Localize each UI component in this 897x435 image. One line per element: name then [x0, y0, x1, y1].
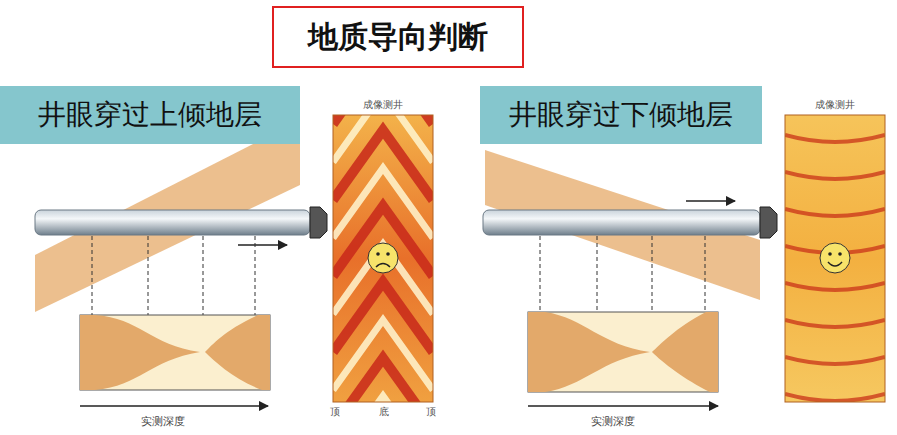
depth-log-box [80, 315, 270, 390]
orientation-mark: 顶 [425, 405, 437, 419]
image-log-pattern [333, 115, 433, 402]
projection-lines [92, 236, 255, 315]
section-label: 井眼穿过下倾地层 [480, 86, 762, 144]
orientation-mark: 底 [378, 405, 390, 419]
direction-arrow [686, 200, 735, 202]
direction-arrow [238, 244, 287, 246]
image-log-heading: 成像测井 [785, 95, 885, 115]
image-log-heading: 成像测井 [333, 95, 433, 115]
orientation-mark: 顶 [329, 405, 341, 419]
drill-pipe [483, 210, 760, 235]
axis-label: 实测深度 [140, 414, 186, 429]
log-curve [652, 312, 718, 392]
drill-pipe [35, 210, 310, 235]
node-text: 成像测井 [815, 98, 855, 112]
title-text: 地质导向判断 [308, 17, 488, 58]
node-text: 井眼穿过下倾地层 [509, 96, 733, 134]
image-log-pattern [785, 135, 885, 401]
log-curve [80, 315, 200, 390]
happy-face [820, 243, 850, 273]
depth-log-box [528, 312, 718, 392]
node-text: 井眼穿过上倾地层 [38, 96, 262, 134]
axis-label: 实测深度 [590, 414, 636, 429]
drill-bit [760, 207, 777, 238]
node-text: 成像测井 [363, 98, 403, 112]
title-box: 地质导向判断 [272, 6, 524, 68]
log-curve [205, 315, 270, 390]
image-log [785, 115, 885, 402]
section-label: 井眼穿过上倾地层 [0, 86, 300, 144]
depth-arrow [528, 405, 718, 407]
log-curve [528, 312, 650, 392]
image-log-frame [785, 115, 885, 402]
projection-lines [540, 236, 705, 312]
sad-face [368, 243, 398, 273]
image-log-frame [333, 115, 433, 402]
drill-bit [310, 207, 327, 238]
depth-arrow [80, 405, 268, 407]
